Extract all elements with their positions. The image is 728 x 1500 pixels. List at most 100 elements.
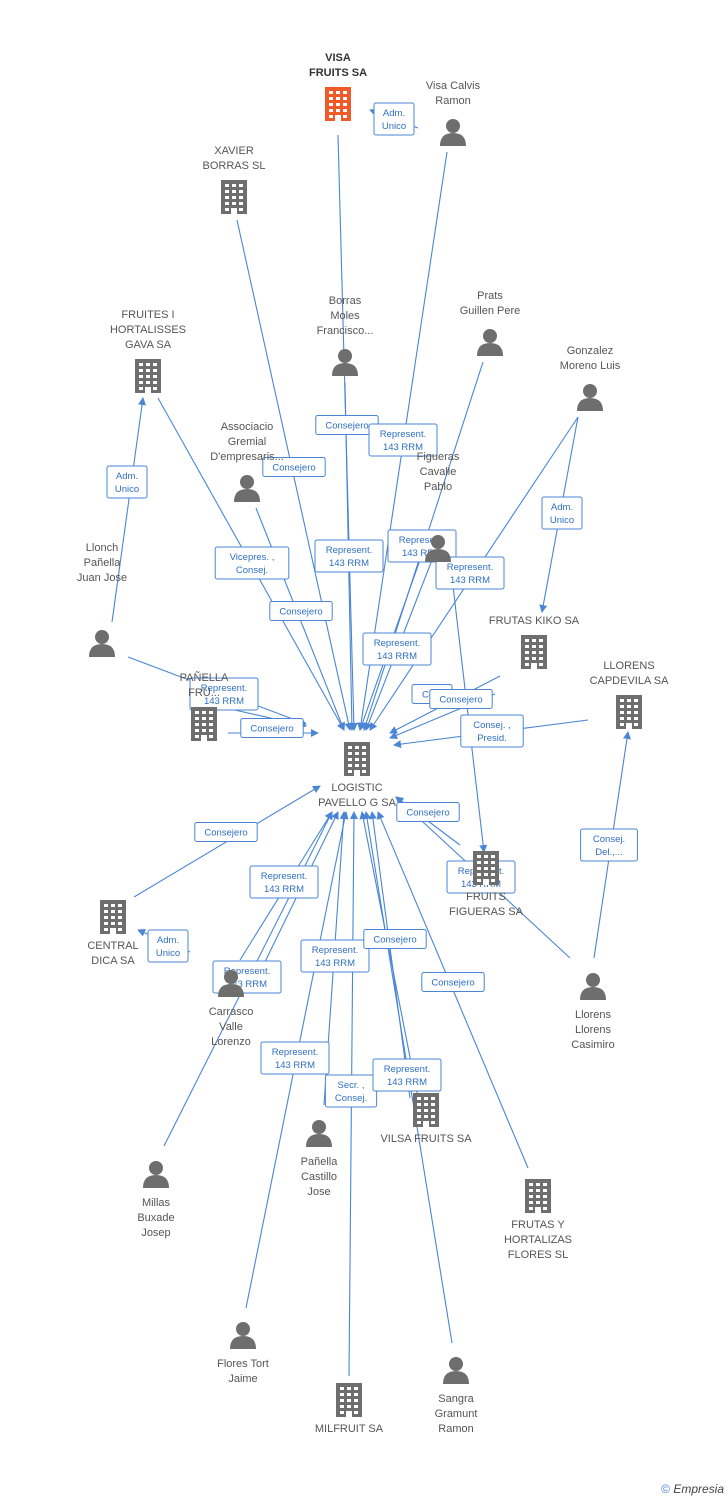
person-icon <box>218 970 244 997</box>
node-vilsa[interactable]: VILSA FRUITS SA <box>380 1093 472 1145</box>
node-label-line: PAÑELLA <box>180 671 229 684</box>
node-label-line: Castillo <box>301 1171 337 1183</box>
edge-label-e11: Consejero <box>269 601 333 621</box>
edge-label-e30: Represent.143 RRM <box>372 1058 442 1092</box>
node-label-line: LLORENS <box>603 660 654 672</box>
edge-label-text: Represent. <box>326 545 372 556</box>
person-icon <box>332 349 358 376</box>
edge-label-text: Represent. <box>374 638 420 649</box>
node-label-line: FLORES SL <box>508 1249 569 1261</box>
node-label-line: Associacio <box>221 421 274 433</box>
edge-label-text: Represent. <box>380 429 426 440</box>
edge-label-text: Represent. <box>224 966 270 977</box>
person-icon <box>234 475 260 502</box>
node-label-line: Carrasco <box>209 1006 254 1018</box>
node-milfruit[interactable]: MILFRUIT SA <box>315 1383 384 1435</box>
edge-label-text: 143 RRM <box>275 1060 315 1071</box>
edge-label-text: 143 RRM <box>264 884 304 895</box>
node-label-line: Gremial <box>228 436 267 448</box>
node-associacio[interactable]: AssociacioGremialD'empresaris... <box>210 421 284 502</box>
footer-brand: © Empresia <box>661 1482 724 1496</box>
node-label-line: Borras <box>329 295 362 307</box>
edge-label-text: Consejero <box>250 724 293 735</box>
building-icon <box>521 635 547 669</box>
edge-label-text: Represent. <box>272 1047 318 1058</box>
person-icon <box>89 630 115 657</box>
edge-label-text: Consejero <box>279 607 322 618</box>
node-frutas_kiko[interactable]: FRUTAS KIKO SA <box>489 615 580 669</box>
edge-label-text: Unico <box>115 484 139 495</box>
edge-label-e16: Consejero <box>429 689 493 709</box>
node-label-line: Ramon <box>435 95 470 107</box>
person-icon <box>477 329 503 356</box>
edge-label-text: Consej. <box>593 834 625 845</box>
edge-label-text: Consej. <box>335 1093 367 1104</box>
edge-label-e22: Represent.143 RRM <box>249 865 319 899</box>
building-icon <box>100 900 126 934</box>
building-icon <box>616 695 642 729</box>
node-label-line: VISA <box>325 52 351 64</box>
node-label-line: HORTALISSES <box>110 324 186 336</box>
copyright-symbol: © <box>661 1482 670 1496</box>
brand-name: Empresia <box>673 1482 724 1496</box>
edge-label-e21: Consej.Del.,... <box>580 828 638 862</box>
node-label-line: Guillen Pere <box>460 305 521 317</box>
node-panella_fr[interactable]: PAÑELLAFRU... <box>180 671 229 741</box>
edge-label-text: Consejero <box>439 695 482 706</box>
node-label-line: VILSA FRUITS SA <box>380 1133 472 1145</box>
edge-vilsa-29 <box>359 811 419 1099</box>
edge-label-e7: Represent.143 RRM <box>314 539 384 573</box>
person-icon <box>577 384 603 411</box>
node-label-line: FIGUERAS SA <box>449 906 524 918</box>
node-label-line: MILFRUIT SA <box>315 1423 384 1435</box>
person-icon <box>425 535 451 562</box>
edge-label-text: Adm. <box>551 502 573 513</box>
edge-label-text: Consejero <box>406 808 449 819</box>
edge-label-e26: Consejero <box>363 929 427 949</box>
edge-label-text: Consej. , <box>473 720 511 731</box>
node-label-line: Pablo <box>424 481 452 493</box>
edge-label-e6: Adm. Unico <box>541 496 583 530</box>
node-label-line: Casimiro <box>571 1039 614 1051</box>
node-borras_moles[interactable]: BorrasMolesFrancisco... <box>317 295 374 376</box>
node-label-line: GAVA SA <box>125 339 172 351</box>
node-label-line: Lorenzo <box>211 1036 251 1048</box>
building-icon <box>325 87 351 121</box>
edge-label-e13: Represent.143 RRM <box>189 677 259 711</box>
node-label-line: Visa Calvis <box>426 80 481 92</box>
person-icon <box>440 119 466 146</box>
edge-label-text: Unico <box>382 121 406 132</box>
person-icon <box>306 1120 332 1147</box>
edge-label-text: Unico <box>156 948 180 959</box>
edge-label-e17: Consej. ,Presid. <box>460 714 524 748</box>
edge-label-text: 143 RRM <box>204 696 244 707</box>
building-icon <box>221 180 247 214</box>
edge-label-text: Consejero <box>373 935 416 946</box>
node-label-line: Flores Tort <box>217 1358 269 1370</box>
edge-label-text: Adm. <box>383 108 405 119</box>
edge-label-text: Unico <box>550 515 574 526</box>
building-icon <box>336 1383 362 1417</box>
edge-label-e10: Represent.143 RRM <box>435 556 505 590</box>
edge-label-e8: Vicepres. ,Consej. <box>214 546 290 580</box>
edge-label-e23: Adm.Unico <box>147 929 189 963</box>
